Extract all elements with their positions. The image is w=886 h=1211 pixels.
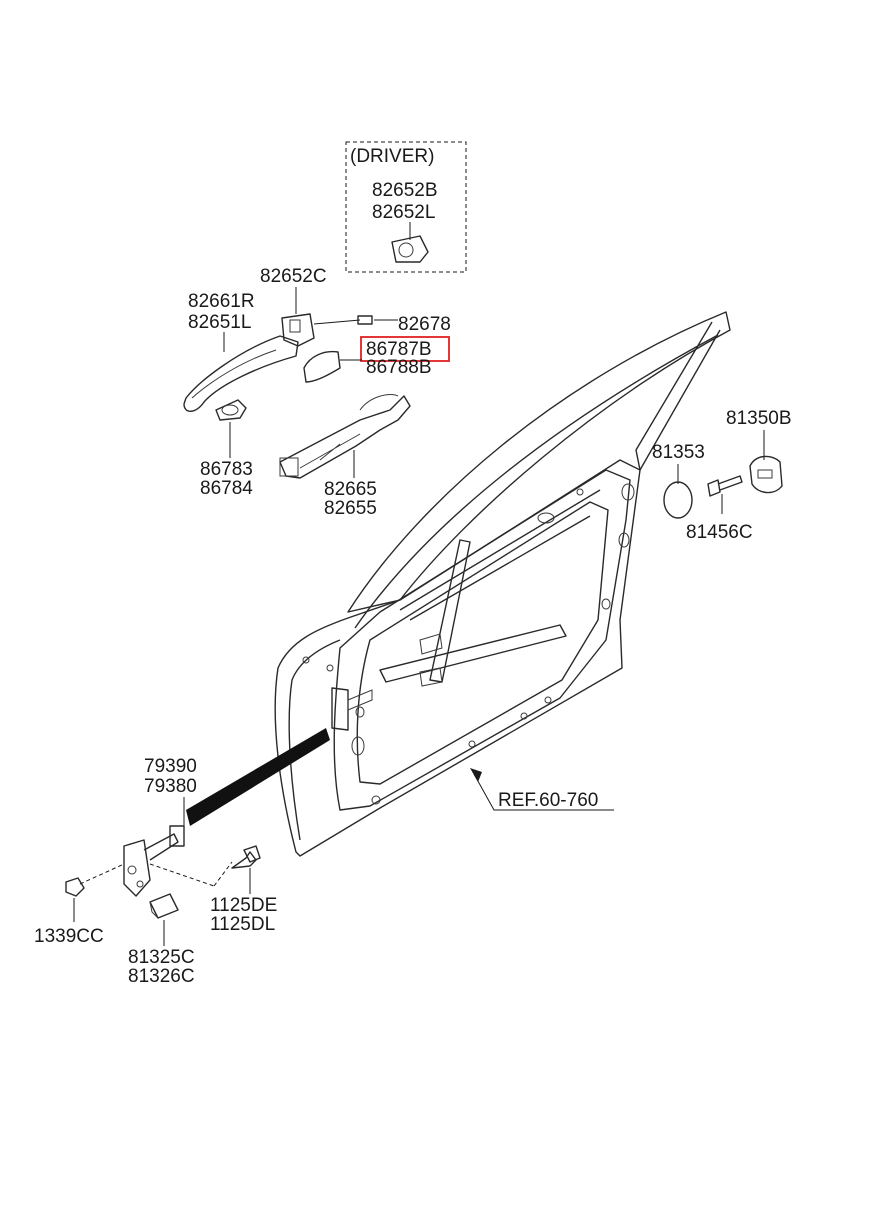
label-86787b: 86787B: [366, 339, 432, 360]
label-81353: 81353: [652, 442, 705, 463]
label-1339cc: 1339CC: [34, 926, 104, 947]
label-81350b: 81350B: [726, 408, 792, 429]
label-79390: 79390: [144, 756, 197, 777]
label-1125dl: 1125DL: [210, 914, 275, 935]
label-79380: 79380: [144, 776, 197, 797]
label-ref: REF.60-760: [498, 790, 598, 811]
driver-group-box: [345, 141, 467, 273]
label-86783: 86783: [200, 459, 253, 480]
stopper-81325c-part: [149, 893, 179, 919]
bolt-81456c-part: [707, 475, 743, 497]
highlight-box-86787b: [360, 336, 450, 362]
label-82655: 82655: [324, 498, 377, 519]
door-checker-part: [123, 825, 185, 897]
nut-1339cc-part: [65, 877, 85, 897]
label-86784: 86784: [200, 478, 253, 499]
label-86788b: 86788B: [366, 357, 432, 378]
label-82665: 82665: [324, 479, 377, 500]
outside-handle-part: [183, 335, 299, 412]
plug-81353-part: [663, 481, 693, 519]
key-cylinder-cover-part: [391, 235, 429, 263]
driver-group-label: (DRIVER): [350, 146, 434, 167]
label-81325c: 81325C: [128, 947, 195, 968]
handle-bracket-82665-part: [279, 394, 411, 479]
bolt-1125de-part: [231, 845, 261, 869]
door-panel-drawing: [186, 311, 731, 857]
label-82651l: 82651L: [188, 312, 251, 333]
label-81456c: 81456C: [686, 522, 753, 543]
label-1125de: 1125DE: [210, 895, 277, 916]
label-82652b: 82652B: [372, 180, 438, 201]
label-82652l: 82652L: [372, 202, 435, 223]
ref-arrow: [470, 768, 482, 782]
door-cable-band: [186, 728, 330, 826]
label-82678: 82678: [398, 314, 451, 335]
label-82661r: 82661R: [188, 291, 255, 312]
gasket-86783-part: [215, 399, 247, 421]
striker-81350b-part: [749, 455, 783, 494]
label-82652c: 82652C: [260, 266, 327, 287]
label-81326c: 81326C: [128, 966, 195, 987]
handle-cover-82652c-part: [281, 313, 315, 347]
gasket-86787b-part: [303, 350, 341, 383]
screw-82678-part: [357, 315, 373, 325]
